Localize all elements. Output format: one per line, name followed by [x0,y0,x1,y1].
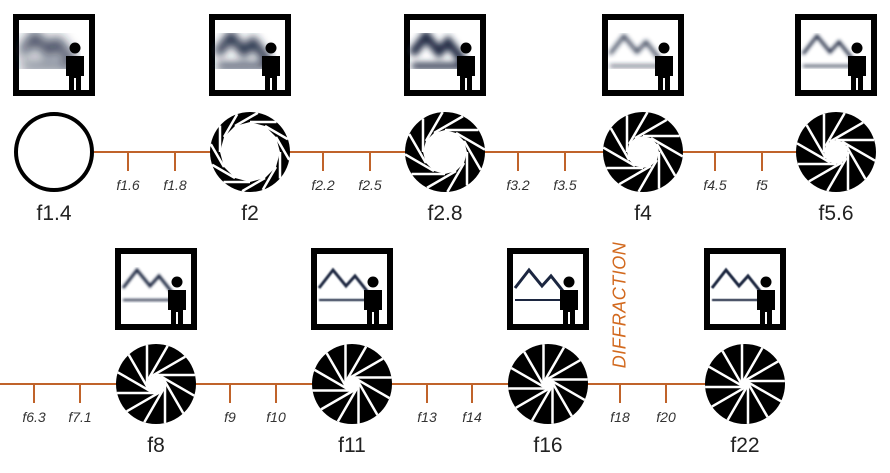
depth-of-field-picture-icon [404,14,486,96]
minor-stop-label: f2.5 [358,177,382,193]
depth-of-field-picture-icon [209,14,291,96]
minor-stop-label: f20 [656,409,676,425]
minor-stop-label: f13 [417,409,437,425]
aperture-icon [705,344,785,424]
minor-stop-label: f7.1 [68,409,92,425]
minor-stop-label: f14 [462,409,482,425]
aperture-icon [602,111,684,193]
minor-stop-label: f9 [224,409,236,425]
diffraction-label: DIFFRACTION [609,241,630,369]
aperture-icon [404,111,486,193]
minor-stop-label: f3.5 [553,177,577,193]
aperture-icon [312,344,392,424]
minor-stop-label: f18 [610,409,630,425]
minor-stop-label: f5 [756,177,768,193]
main-stop-label: f16 [533,434,563,457]
depth-of-field-picture-icon [311,248,393,330]
depth-of-field-picture-icon [795,14,877,96]
main-stop-label: f8 [147,434,165,457]
minor-stop-label: f4.5 [703,177,727,193]
minor-stop-label: f1.8 [163,177,187,193]
depth-of-field-picture-icon [115,248,197,330]
aperture-icon [508,344,588,424]
minor-stop-label: f2.2 [311,177,335,193]
depth-of-field-picture-icon [704,248,786,330]
main-stop-label: f2 [241,202,259,225]
minor-stop-label: f6.3 [22,409,46,425]
main-stop-label: f2.8 [427,202,463,225]
depth-of-field-picture-icon [507,248,589,330]
aperture-icon [209,111,291,193]
minor-stop-label: f3.2 [506,177,530,193]
aperture-icon [796,112,876,192]
depth-of-field-picture-icon [13,14,95,96]
minor-stop-label: f1.6 [116,177,140,193]
main-stop-label: f4 [634,202,652,225]
aperture-icon [116,344,196,424]
main-stop-label: f11 [338,434,366,457]
main-stop-label: f5.6 [818,202,854,225]
aperture-icon [14,112,94,192]
minor-stop-label: f10 [266,409,286,425]
depth-of-field-picture-icon [602,14,684,96]
main-stop-label: f22 [730,434,760,457]
main-stop-label: f1.4 [36,202,72,225]
